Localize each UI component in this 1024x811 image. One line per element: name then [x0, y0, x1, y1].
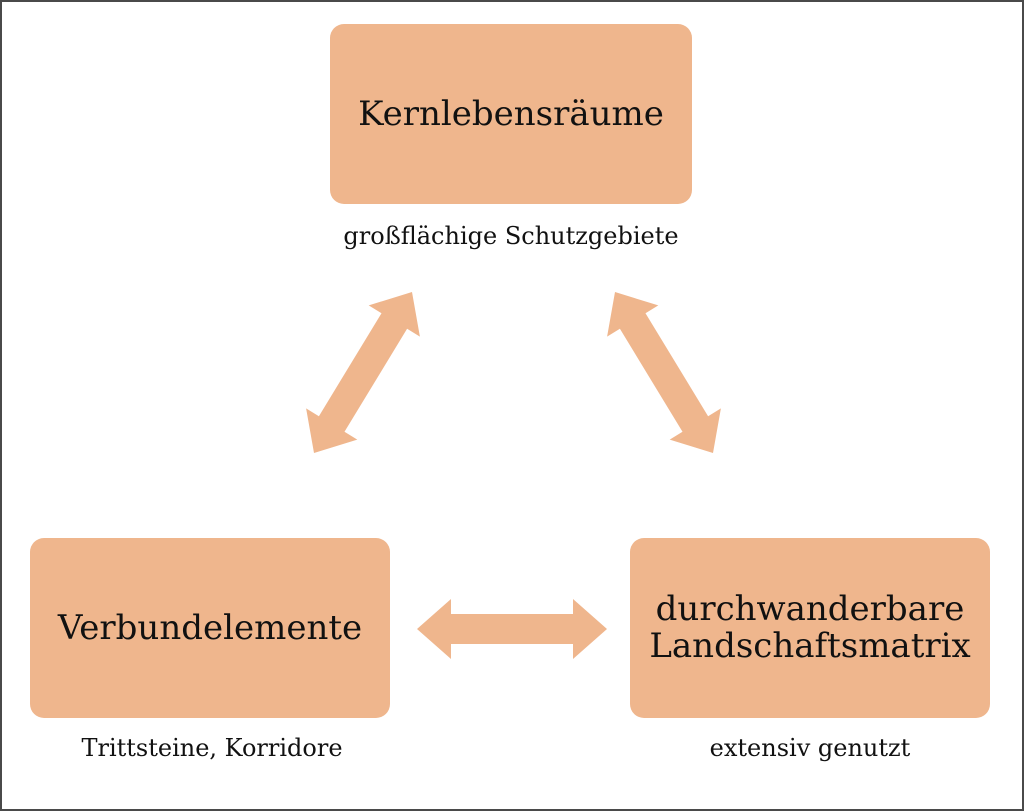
node-connecting-elements: Verbundelemente — [30, 538, 390, 718]
arrow-links-matrix — [417, 599, 607, 659]
arrow-core-matrix — [607, 292, 721, 453]
node-connecting-elements-title: Verbundelemente — [57, 607, 363, 648]
node-landscape-matrix-caption: extensiv genutzt — [709, 734, 911, 762]
node-core-habitats: Kernlebensräume — [330, 24, 692, 204]
node-landscape-matrix-title: durchwanderbare Landschaftsmatrix — [649, 589, 971, 666]
arrow-core-links — [306, 292, 420, 453]
node-core-habitats-caption: großflächige Schutzgebiete — [343, 222, 679, 250]
node-landscape-matrix: durchwanderbare Landschaftsmatrix — [630, 538, 990, 718]
node-connecting-elements-caption: Trittsteine, Korridore — [81, 734, 343, 762]
node-core-habitats-title: Kernlebensräume — [358, 93, 664, 134]
